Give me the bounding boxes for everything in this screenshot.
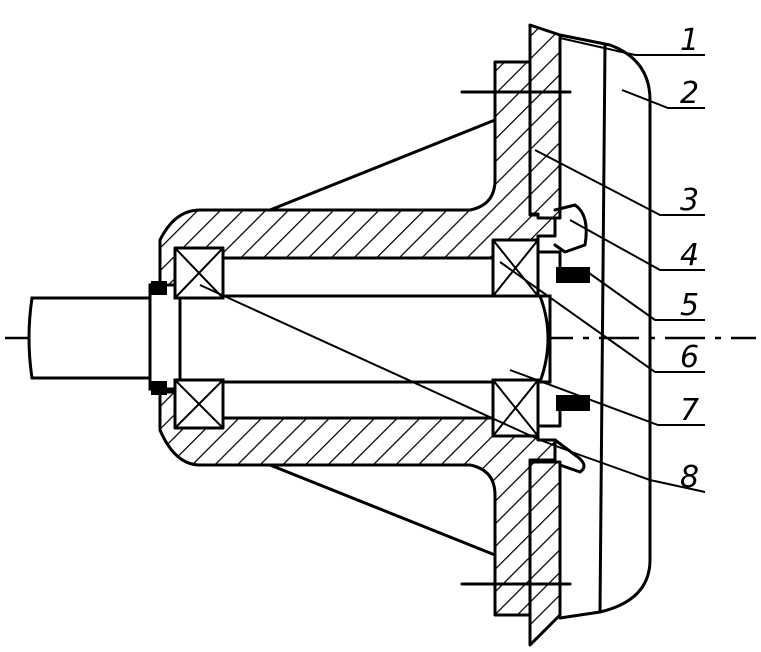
support-ribs — [268, 118, 497, 557]
bolts — [460, 90, 572, 586]
seals — [151, 267, 590, 411]
callout-6: 6 — [680, 340, 699, 375]
callout-5: 5 — [680, 288, 699, 323]
seal-ring — [538, 203, 588, 474]
leader-lines — [199, 37, 706, 493]
left-bearing — [173, 246, 225, 430]
callout-7: 7 — [680, 393, 699, 428]
callout-3: 3 — [680, 183, 699, 218]
housing-upper — [158, 60, 557, 287]
callout-2: 2 — [680, 76, 699, 111]
shaft — [27, 283, 552, 391]
rotating-disc — [558, 33, 652, 620]
right-bearing — [491, 238, 540, 438]
callout-8: 8 — [680, 460, 699, 495]
callout-1: 1 — [680, 23, 699, 58]
mounting-plate — [528, 23, 562, 220]
callout-labels: 1 2 3 4 5 6 7 8 — [680, 23, 699, 495]
callout-4: 4 — [680, 238, 699, 273]
